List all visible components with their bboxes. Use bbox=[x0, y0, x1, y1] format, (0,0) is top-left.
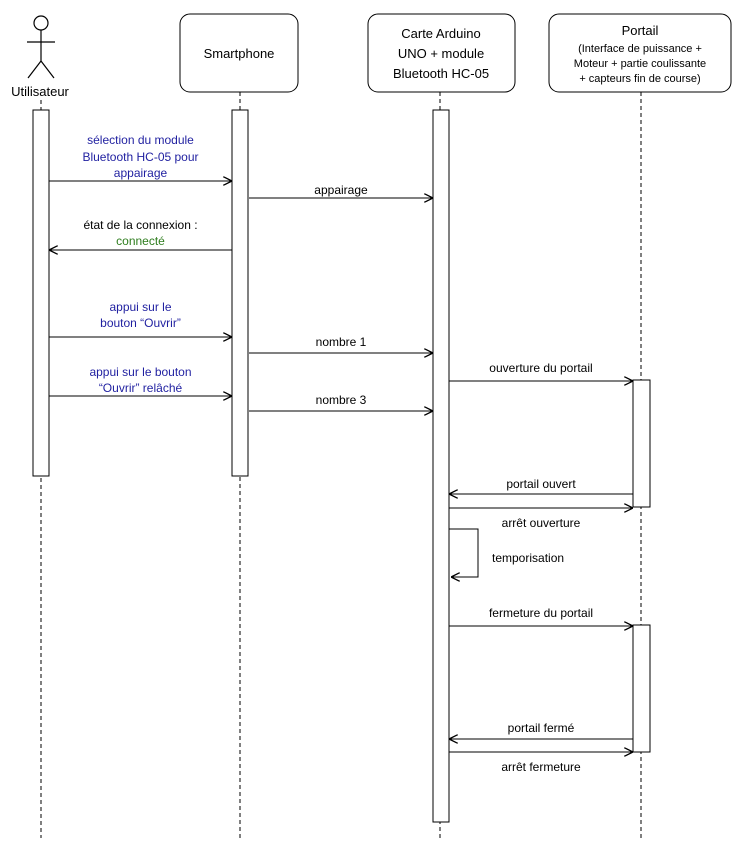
activation-phone bbox=[231, 109, 249, 477]
message: appui sur le bouton “Ouvrir” relâché bbox=[49, 365, 232, 396]
participant-arduino: Carte Arduino UNO + module Bluetooth HC-… bbox=[367, 13, 516, 93]
message-label: appairage bbox=[314, 183, 368, 197]
message-label: temporisation bbox=[492, 551, 564, 565]
participant-desc-line: + capteurs fin de course) bbox=[579, 73, 700, 85]
message: nombre 3 bbox=[249, 393, 433, 411]
message-label: portail ouvert bbox=[506, 477, 576, 491]
actor-utilisateur: Utilisateur bbox=[11, 15, 70, 99]
participant-label: Smartphone bbox=[204, 46, 275, 61]
message-label: Bluetooth HC-05 pour bbox=[82, 150, 198, 164]
participant-portail: Portail (Interface de puissance + Moteur… bbox=[548, 13, 732, 93]
message-label: fermeture du portail bbox=[489, 606, 593, 620]
message-label: ouverture du portail bbox=[489, 361, 592, 375]
message: état de la connexion : connecté bbox=[49, 218, 232, 250]
activation-user bbox=[32, 109, 50, 477]
message-label: bouton “Ouvrir” bbox=[100, 316, 181, 330]
stick-figure-icon bbox=[27, 15, 55, 79]
message: appui sur le bouton “Ouvrir” bbox=[49, 300, 232, 337]
message: arrêt fermeture bbox=[449, 752, 633, 774]
participant-title: Portail bbox=[622, 23, 659, 38]
message-label: portail fermé bbox=[508, 721, 575, 735]
message: appairage bbox=[249, 183, 433, 198]
activation-arduino bbox=[432, 109, 450, 823]
message-label: connecté bbox=[116, 234, 165, 248]
message: arrêt ouverture bbox=[449, 508, 633, 530]
message-label: appui sur le bouton bbox=[89, 365, 191, 379]
participant-smartphone: Smartphone bbox=[179, 13, 299, 93]
message-label: arrêt ouverture bbox=[502, 516, 581, 530]
activation-portail-opening bbox=[632, 379, 651, 508]
message: fermeture du portail bbox=[449, 606, 633, 626]
message: nombre 1 bbox=[249, 335, 433, 353]
message-label: appui sur le bbox=[109, 300, 171, 314]
message-label: état de la connexion : bbox=[83, 218, 197, 232]
message-label: appairage bbox=[114, 166, 168, 180]
participant-desc-line: Moteur + partie coulissante bbox=[574, 58, 706, 70]
message-arrow bbox=[449, 528, 479, 577]
participant-label-line: Carte Arduino bbox=[401, 26, 481, 41]
message: temporisation bbox=[449, 528, 564, 577]
message-label: “Ouvrir” relâché bbox=[99, 381, 183, 395]
actor-label: Utilisateur bbox=[11, 84, 69, 99]
participant-label-line: Bluetooth HC-05 bbox=[393, 66, 489, 81]
message-label: arrêt fermeture bbox=[501, 760, 581, 774]
activation-portail-closing bbox=[632, 624, 651, 753]
message: ouverture du portail bbox=[449, 361, 633, 381]
message-label: nombre 3 bbox=[316, 393, 367, 407]
message: portail fermé bbox=[449, 721, 633, 739]
message-label: sélection du module bbox=[87, 133, 194, 147]
participant-desc-line: (Interface de puissance + bbox=[578, 43, 702, 55]
message: portail ouvert bbox=[449, 477, 633, 494]
participant-label-line: UNO + module bbox=[398, 46, 484, 61]
message-label: nombre 1 bbox=[316, 335, 367, 349]
